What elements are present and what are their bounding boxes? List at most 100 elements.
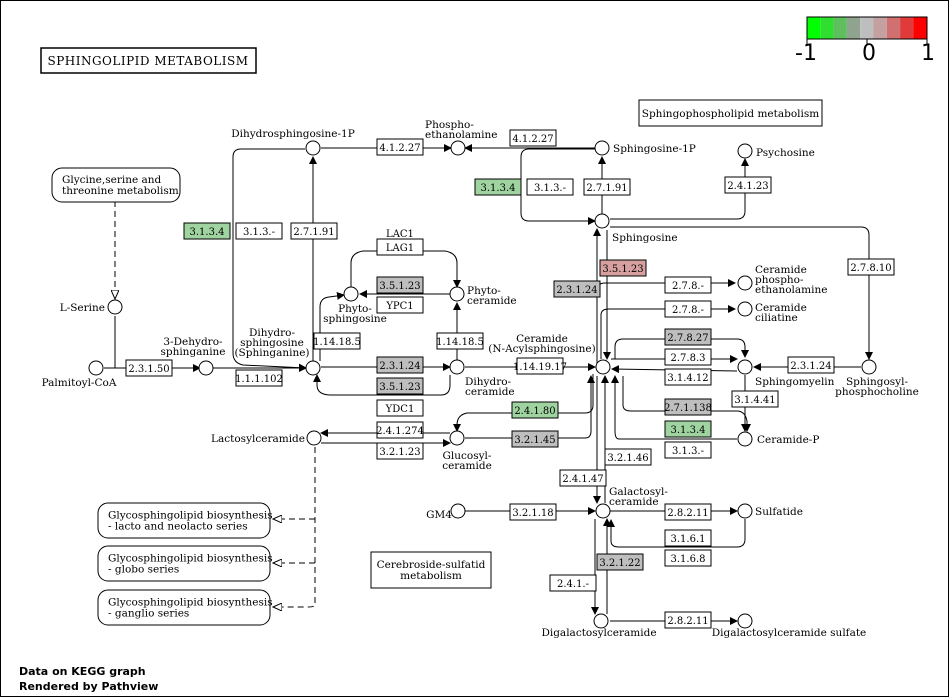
ceramide-phosphoethanolamine-label-line: ethanolamine	[755, 284, 827, 296]
enzyme-label: LAC1	[386, 229, 414, 240]
enzyme-2-4-1-274-node[interactable]: 2.4.1.274	[376, 421, 424, 439]
enzyme-2-4-1-23-node[interactable]: 2.4.1.23	[724, 176, 772, 194]
enzyme-3-1-4-41-node[interactable]: 3.1.4.41	[731, 390, 779, 408]
dihydrosphingosine-1p-compound[interactable]: Dihydrosphingosine-1P	[231, 128, 355, 156]
footer: Data on KEGG graph Rendered by Pathview	[19, 665, 158, 693]
enzyme-2-3-1-24-node[interactable]: 2.3.1.24	[553, 280, 601, 298]
enzyme-3-2-1-23-node[interactable]: 3.2.1.23	[376, 442, 424, 460]
map-sphingophospholipid-map-box[interactable]: Sphingophospholipid metabolism	[638, 99, 823, 127]
enzyme-box	[664, 368, 712, 386]
enzyme-label: 3.1.3.-	[534, 183, 566, 194]
glucosylceramide-compound[interactable]: Glucosyl-ceramide	[442, 430, 492, 472]
sphingosylphosphocholine-compound[interactable]: Sphingosyl-phosphocholine	[835, 359, 919, 398]
map-gsl-ganglio-map-box[interactable]: Glycosphingolipid biosynthesis- ganglio …	[97, 589, 273, 626]
ceramide-compound[interactable]: Ceramide(N-Acylsphingosine)	[488, 333, 611, 375]
dihydroceramide-compound[interactable]: Dihydro-ceramide	[449, 359, 515, 398]
enzyme-3-5-1-23-node[interactable]: 3.5.1.23	[376, 276, 424, 294]
lactosylceramide-compound[interactable]: Lactosylceramide	[211, 430, 322, 446]
enzyme-1-14-19-17-node[interactable]: 1.14.19.17	[513, 357, 567, 375]
enzyme-2-7-8-3-node[interactable]: 2.7.8.3	[664, 348, 712, 366]
enzyme-3-1-3-4-node[interactable]: 3.1.3.4	[664, 420, 712, 438]
enzyme-3-1-3---node[interactable]: 3.1.3.-	[526, 178, 574, 196]
enzyme-4-1-2-27-node[interactable]: 4.1.2.27	[509, 129, 557, 147]
enzyme-2-7-1-91-node[interactable]: 2.7.1.91	[290, 222, 338, 240]
enzyme-2-4-1-80-node[interactable]: 2.4.1.80	[511, 401, 559, 419]
enzyme-3-2-1-45-node[interactable]: 3.2.1.45	[511, 430, 559, 448]
enzyme-2-3-1-24-node[interactable]: 2.3.1.24	[787, 356, 835, 374]
enzyme-box	[664, 611, 712, 629]
l-serine-compound[interactable]: L-Serine	[60, 299, 123, 315]
digalactosylceramide-compound[interactable]: Digalactosylceramide	[541, 613, 657, 639]
enzyme-box	[604, 448, 652, 466]
enzyme-YPC1-node[interactable]: YPC1	[376, 296, 424, 314]
map-gsl-globo-label-line: Glycosphingolipid biosynthesis	[108, 553, 273, 565]
enzyme-YDC1-node[interactable]: YDC1	[376, 399, 424, 417]
enzyme-3-1-6-8-node[interactable]: 3.1.6.8	[664, 549, 712, 567]
enzyme-box	[436, 332, 484, 350]
psychosine-compound[interactable]: Psychosine	[737, 143, 815, 159]
enzyme-1-1-1-102-node[interactable]: 1.1.1.102	[235, 369, 283, 387]
dihydrosphingosine-compound[interactable]: Dihydro-sphingosine(Sphinganine)	[234, 327, 321, 376]
phosphoethanolamine-compound[interactable]: Phospho-ethanolamine	[425, 119, 497, 156]
digalactosylceramide-sulfate-compound[interactable]: Digalactosylceramide sulfate	[712, 613, 867, 639]
enzyme-3-1-3-4-node[interactable]: 3.1.3.4	[474, 178, 522, 196]
enzyme-3-1-4-12-node[interactable]: 3.1.4.12	[664, 368, 712, 386]
enzyme-3-5-1-23-node[interactable]: 3.5.1.23	[376, 377, 424, 395]
sphingomyelin-label-line: Sphingomyelin	[755, 376, 835, 388]
map-gsl-globo-map-box[interactable]: Glycosphingolipid biosynthesis- globo se…	[97, 545, 273, 582]
phytoceramide-compound[interactable]: Phyto-ceramide	[449, 285, 517, 307]
enzyme-3-5-1-23-node[interactable]: 3.5.1.23	[599, 259, 647, 277]
enzyme-1-14-18-5-node[interactable]: 1.14.18.5	[436, 332, 484, 350]
enzyme-2-8-2-11-node[interactable]: 2.8.2.11	[664, 503, 712, 521]
enzyme-box	[183, 222, 231, 240]
enzyme-label: 2.4.1.-	[557, 579, 589, 590]
galactosylceramide-compound[interactable]: Galactosyl-ceramide	[595, 486, 668, 519]
compound-circle	[450, 140, 466, 156]
3-dehydrosphinganine-compound[interactable]: 3-Dehydro-sphinganine	[160, 336, 226, 376]
enzyme-label: 2.4.1.274	[376, 426, 424, 437]
enzyme-2-7-1-91-node[interactable]: 2.7.1.91	[583, 178, 631, 196]
enzyme-LAG1-node[interactable]: LAG1	[376, 238, 424, 256]
enzyme-3-1-3-4-node[interactable]: 3.1.3.4	[183, 222, 231, 240]
sphingosine-compound[interactable]: Sphingosine	[594, 213, 678, 244]
phytosphingosine-compound[interactable]: Phyto-sphingosine	[323, 286, 387, 325]
enzyme-3-1-3---node[interactable]: 3.1.3.-	[664, 441, 712, 459]
enzyme-2-4-1-47-node[interactable]: 2.4.1.47	[559, 469, 607, 487]
enzyme-3-2-1-46-node[interactable]: 3.2.1.46	[604, 448, 652, 466]
enzyme-4-1-2-27-node[interactable]: 4.1.2.27	[376, 138, 424, 156]
enzyme-2-3-1-24-node[interactable]: 2.3.1.24	[376, 356, 424, 374]
palmitoyl-coa-compound[interactable]: Palmitoyl-CoA	[42, 360, 117, 389]
map-cerebroside-label-line: metabolism	[400, 570, 462, 582]
enzyme-label: 4.1.2.27	[379, 143, 420, 154]
enzyme-2-7-8---node[interactable]: 2.7.8.-	[664, 300, 712, 318]
enzyme-2-3-1-50-node[interactable]: 2.3.1.50	[125, 359, 173, 377]
sphingosine-1p-compound[interactable]: Sphingosine-1P	[594, 140, 696, 156]
enzyme-2-7-8---node[interactable]: 2.7.8.-	[664, 276, 712, 294]
map-gsl-lacto-map-box[interactable]: Glycosphingolipid biosynthesis- lacto an…	[97, 502, 273, 539]
enzyme-2-4-1---node[interactable]: 2.4.1.-	[549, 574, 597, 592]
sphingomyelin-compound[interactable]: Sphingomyelin	[737, 359, 835, 388]
enzyme-LAC1-node[interactable]: LAC1	[386, 229, 414, 240]
enzyme-3-1-3---node[interactable]: 3.1.3.-	[235, 222, 283, 240]
ceramide-p-compound[interactable]: Ceramide-P	[737, 431, 819, 447]
enzyme-3-1-6-1-node[interactable]: 3.1.6.1	[664, 529, 712, 547]
enzyme-2-7-8-27-node[interactable]: 2.7.8.27	[664, 328, 712, 346]
enzyme-3-2-1-18-node[interactable]: 3.2.1.18	[509, 503, 557, 521]
sphingosylphosphocholine-label-line: Sphingosyl-	[846, 376, 909, 388]
enzyme-2-8-2-11-node[interactable]: 2.8.2.11	[664, 611, 712, 629]
enzyme-1-14-18-5-node[interactable]: 1.14.18.5	[313, 332, 361, 350]
l-serine-label-line: L-Serine	[60, 302, 105, 314]
compound-circle	[107, 299, 123, 315]
sulfatide-compound[interactable]: Sulfatide	[737, 503, 803, 519]
enzyme-3-2-1-22-node[interactable]: 3.2.1.22	[596, 553, 644, 571]
lactosylceramide-label-line: Lactosylceramide	[211, 433, 305, 445]
enzyme-2-7-1-138-node[interactable]: 2.7.1.138	[664, 398, 712, 416]
enzyme-2-7-8-10-node[interactable]: 2.7.8.10	[847, 258, 895, 276]
compound-circle	[737, 613, 753, 629]
gm4-compound[interactable]: GM4	[426, 503, 466, 521]
enzyme-label: 3.1.3.4	[481, 183, 516, 194]
